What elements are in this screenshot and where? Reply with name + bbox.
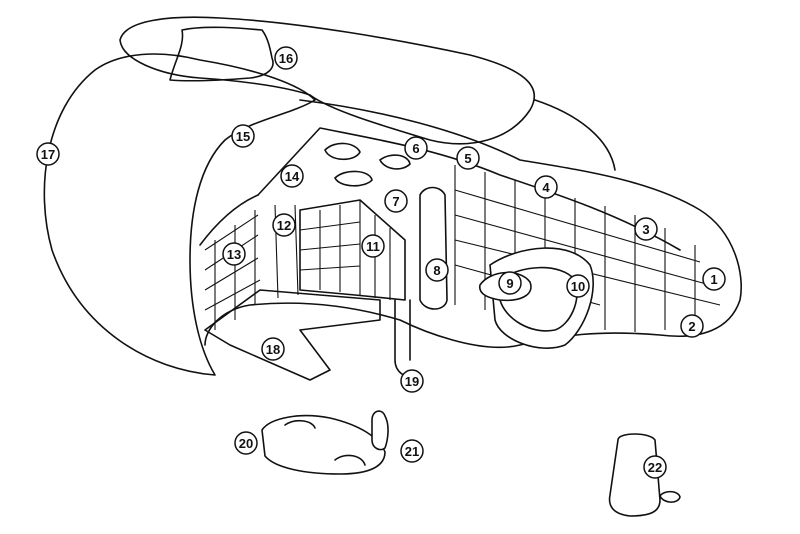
label-number: 18 <box>266 342 280 357</box>
label-circle <box>272 213 296 237</box>
label-number: 19 <box>405 374 419 389</box>
outline-group <box>43 16 742 517</box>
label-circle <box>643 455 667 479</box>
label-number: 16 <box>279 51 293 66</box>
label-circle <box>222 242 246 266</box>
label-20: 20 <box>234 431 258 455</box>
label-number: 6 <box>412 141 419 156</box>
label-15: 15 <box>231 124 255 148</box>
label-18: 18 <box>261 337 285 361</box>
label-circle <box>400 369 424 393</box>
cavity-blob-2 <box>334 170 373 187</box>
cavity-blob-1 <box>324 142 361 161</box>
label-circle <box>680 314 704 338</box>
label-9: 9 <box>498 271 522 295</box>
label-13: 13 <box>222 242 246 266</box>
label-number: 12 <box>277 218 291 233</box>
label-number: 8 <box>433 263 440 278</box>
label-number: 4 <box>542 180 550 195</box>
label-21: 21 <box>400 439 424 463</box>
label-7: 7 <box>384 189 408 213</box>
label-11: 11 <box>361 234 385 258</box>
label-number: 15 <box>236 129 250 144</box>
object-20 <box>261 414 386 475</box>
label-circle <box>400 439 424 463</box>
cavity-top-edge <box>257 127 681 251</box>
label-number: 3 <box>642 222 649 237</box>
object-22 <box>608 433 661 517</box>
label-circle <box>234 431 258 455</box>
label-number: 20 <box>239 436 253 451</box>
label-16: 16 <box>274 46 298 70</box>
label-circle <box>634 217 658 241</box>
outer-lobe <box>43 53 316 376</box>
label-circle <box>384 189 408 213</box>
ring-inner <box>499 266 578 332</box>
top-cap-inner <box>169 26 274 82</box>
label-number: 22 <box>648 460 662 475</box>
floor-plate <box>204 289 381 381</box>
label-circle <box>36 142 60 166</box>
main-body <box>204 99 742 349</box>
label-22: 22 <box>643 455 667 479</box>
label-circle <box>534 175 558 199</box>
inner-block <box>299 199 406 301</box>
pillar <box>419 186 448 310</box>
label-8: 8 <box>425 258 449 282</box>
label-circle <box>261 337 285 361</box>
label-number: 2 <box>688 319 695 334</box>
label-circle <box>702 267 726 291</box>
label-number: 5 <box>464 151 471 166</box>
label-3: 3 <box>634 217 658 241</box>
label-12: 12 <box>272 213 296 237</box>
object-22-bead <box>659 490 681 503</box>
label-number: 21 <box>405 444 419 459</box>
label-17: 17 <box>36 142 60 166</box>
object-21 <box>371 410 389 451</box>
label-circle <box>231 124 255 148</box>
label-number: 9 <box>506 276 513 291</box>
label-6: 6 <box>404 136 428 160</box>
label-circle <box>274 46 298 70</box>
label-circle <box>361 234 385 258</box>
label-number: 14 <box>285 169 300 184</box>
label-19: 19 <box>400 369 424 393</box>
label-number: 7 <box>392 194 399 209</box>
label-4: 4 <box>534 175 558 199</box>
label-circle <box>425 258 449 282</box>
label-2: 2 <box>680 314 704 338</box>
main-body-top <box>534 99 616 171</box>
label-number: 13 <box>227 247 241 262</box>
label-circle <box>566 274 590 298</box>
label-number: 10 <box>571 279 585 294</box>
object-20-detail <box>284 419 366 466</box>
label-1: 1 <box>702 267 726 291</box>
label-10: 10 <box>566 274 590 298</box>
label-circle <box>456 146 480 170</box>
label-number: 1 <box>710 272 717 287</box>
label-number: 17 <box>41 147 55 162</box>
label-circle <box>404 136 428 160</box>
label-14: 14 <box>280 164 304 188</box>
stalk <box>394 299 416 379</box>
label-5: 5 <box>456 146 480 170</box>
label-circle <box>498 271 522 295</box>
label-number: 11 <box>366 239 380 254</box>
cavity-left-edge <box>199 194 259 246</box>
cavity-blob-3 <box>378 154 411 170</box>
label-circle <box>280 164 304 188</box>
